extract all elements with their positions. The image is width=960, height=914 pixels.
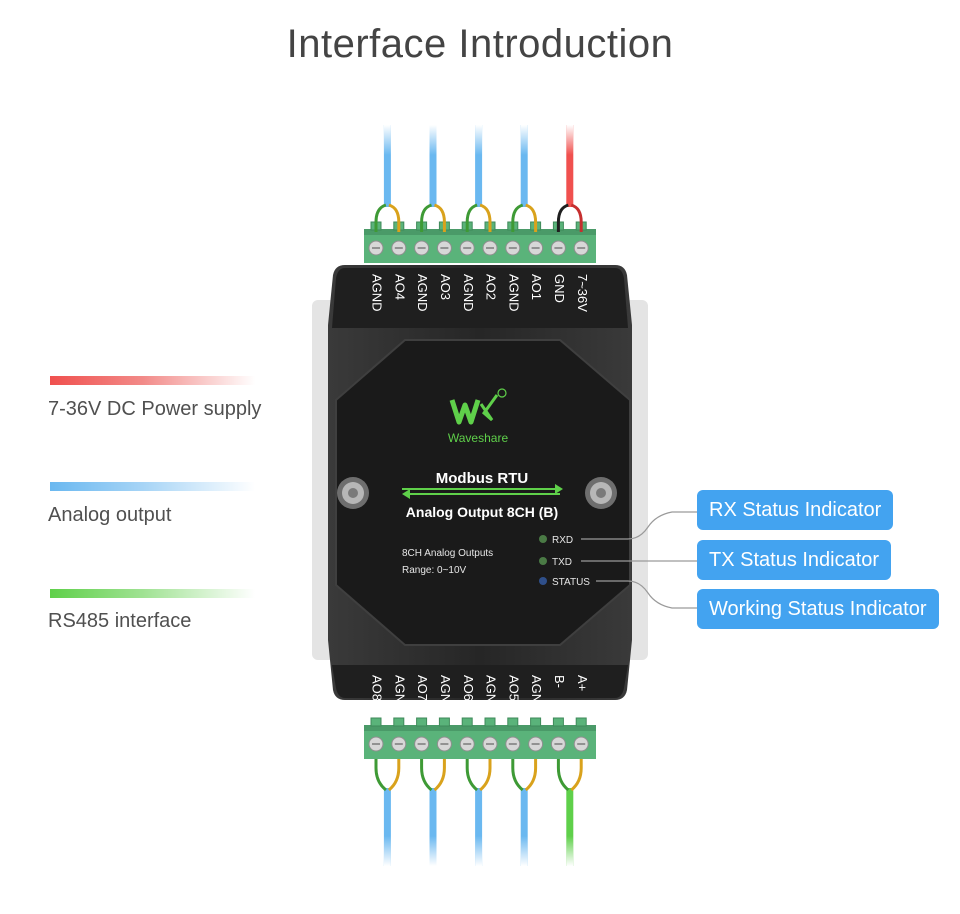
bottom-terminal-screw-icon [528,717,544,752]
bottom-wires [374,759,583,866]
bottom-terminal-screw-icon [482,717,498,752]
rs485-wire [556,759,583,866]
power-wire [556,125,583,232]
bottom-terminal-screw-icon [414,717,430,752]
tx-status-callout: TX Status Indicator [697,540,892,580]
spec-line-2: Range: 0~10V [402,565,467,576]
spec-line-1: 8CH Analog Outputs [402,548,493,559]
working-status-callout: Working Status Indicator [697,589,939,629]
top-terminal-label: AGND [506,274,521,312]
bottom-terminal-screw-icon [550,717,566,752]
model-label: Analog Output 8CH (B) [406,504,558,520]
analog-output-wire [511,759,538,866]
status-callout-connector [596,580,697,609]
top-terminal-label: AGND [415,274,430,312]
analog-legend-swatch [50,482,255,491]
rxd-led-icon [539,535,547,543]
top-terminal-edge [364,229,596,235]
analog-output-wire [374,125,401,232]
analog-output-wire [511,125,538,232]
top-wires [374,125,583,232]
rxd-label: RXD [552,535,573,546]
top-terminal-label: AGND [370,274,385,312]
bottom-terminal-label: A+ [575,675,590,691]
protocol-label: Modbus RTU [436,470,528,487]
bottom-terminal-label: AO6 [461,675,476,701]
power-legend-swatch [50,376,255,385]
analog-output-wire [465,759,492,866]
bottom-terminal-label: AO5 [506,675,521,701]
bottom-terminal-screw-icon [505,717,521,752]
rx-status-callout: RX Status Indicator [697,490,894,530]
bottom-terminal-screw-icon [573,717,589,752]
bottom-terminal-screw-icon [459,717,475,752]
status-led-icon [539,577,547,585]
rs485-legend-swatch [50,589,255,598]
top-terminal-label: 7~36V [575,274,590,312]
top-terminal-label: AO1 [529,274,544,300]
bottom-terminal-label: AO8 [370,675,385,701]
top-terminal-label: AO4 [392,274,407,300]
bottom-terminal-labels: AO8 AGND AO7 AGND AO6 AGND AO5 AGND B- A+ [370,675,590,713]
analog-output-wire [465,125,492,232]
power-legend-label: 7-36V DC Power supply [48,398,262,420]
bottom-label-panel [332,665,628,698]
bottom-terminal-label: AGND [392,675,407,713]
analog-output-wire [420,759,446,866]
bottom-terminal-label: B- [552,675,567,688]
top-terminal-labels: AGND AO4 AGND AO3 AGND AO2 AGND AO1 GND 7~36V [370,274,590,312]
top-label-panel [332,268,628,328]
bottom-terminal-screw-icon [368,717,384,752]
analog-output-wire [420,125,446,232]
rs485-legend-label: RS485 interface [48,610,192,632]
brand-name: Waveshare [448,431,509,445]
bottom-terminal-screw-icon [436,717,452,752]
front-panel [335,339,631,646]
bottom-terminal-screw-icon [391,717,407,752]
bottom-terminal-label: AGND [529,675,544,713]
right-screw-icon [585,477,617,509]
analog-legend-label: Analog output [48,504,172,526]
status-label: STATUS [552,577,590,588]
analog-output-wire [374,759,401,866]
bottom-terminal-label: AO7 [415,675,430,701]
txd-label: TXD [552,557,572,568]
bidirectional-arrow-icon [402,484,563,499]
top-terminal-label: AO3 [438,274,453,300]
txd-led-icon [539,557,547,565]
left-screw-icon [337,477,369,509]
bottom-terminal-label: AGND [438,675,453,713]
top-terminal-label: GND [552,274,567,303]
bottom-terminal-label: AGND [484,675,499,713]
top-terminal-label: AO2 [484,274,499,300]
bottom-terminal-block [364,717,596,759]
rx-callout-connector [581,511,697,540]
page-title: Interface Introduction [286,22,674,66]
waveshare-logo: Waveshare [448,388,509,445]
top-terminal-label: AGND [461,274,476,312]
bottom-terminal-edge [364,725,596,731]
